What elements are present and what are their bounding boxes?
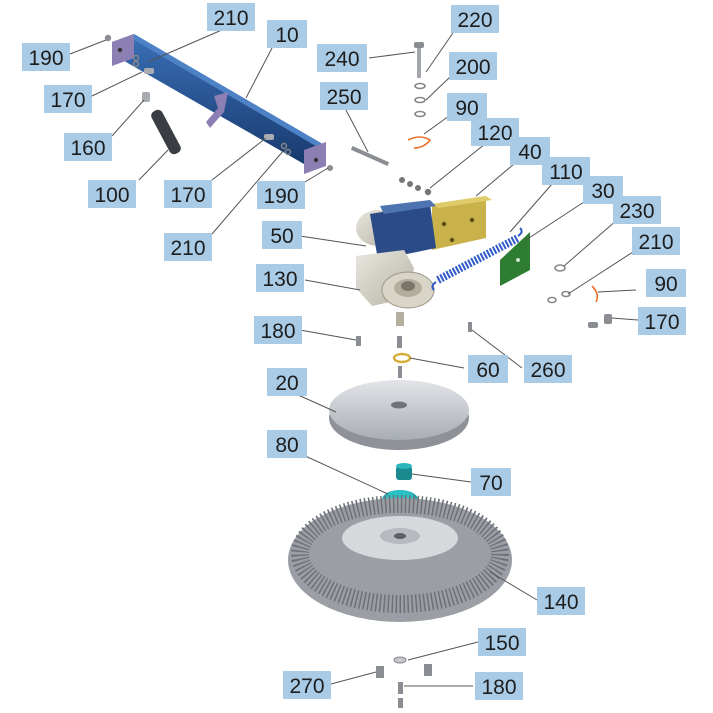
svg-text:210: 210 [213, 7, 248, 30]
callout-170: 170 [164, 180, 212, 208]
svg-text:140: 140 [543, 591, 578, 614]
svg-text:220: 220 [457, 9, 492, 32]
callout-200: 200 [449, 52, 497, 80]
callout-240: 240 [317, 44, 367, 72]
callout-270: 270 [283, 671, 331, 699]
svg-text:200: 200 [455, 56, 490, 79]
callout-50: 50 [262, 221, 302, 249]
brush-part [288, 495, 512, 622]
callout-210: 210 [207, 3, 255, 31]
svg-text:90: 90 [654, 273, 677, 296]
fasteners-bottom [376, 656, 432, 708]
spring-plate-part [500, 232, 530, 286]
bolt-stack-top [407, 42, 432, 149]
svg-text:170: 170 [644, 311, 679, 334]
callout-190: 190 [22, 43, 70, 71]
frame-bar-part [112, 34, 326, 174]
svg-text:130: 130 [262, 268, 297, 291]
callout-110: 110 [542, 157, 590, 185]
svg-text:70: 70 [479, 472, 502, 495]
callout-260: 260 [524, 355, 572, 383]
svg-text:40: 40 [518, 141, 541, 164]
svg-text:150: 150 [484, 632, 519, 655]
cover-disc-part [329, 380, 469, 450]
svg-text:180: 180 [260, 320, 295, 343]
callout-150: 150 [478, 628, 526, 656]
callout-250: 250 [320, 82, 368, 110]
svg-text:10: 10 [275, 24, 298, 47]
callout-190: 190 [257, 181, 305, 209]
callout-220: 220 [451, 5, 499, 33]
callout-230: 230 [613, 196, 661, 224]
svg-text:50: 50 [270, 225, 293, 248]
svg-text:210: 210 [170, 237, 205, 260]
callout-170: 170 [44, 85, 92, 113]
callout-70: 70 [471, 468, 511, 496]
svg-text:160: 160 [70, 137, 105, 160]
callout-90: 90 [646, 269, 686, 297]
callout-100: 100 [88, 180, 136, 208]
svg-text:180: 180 [481, 676, 516, 699]
svg-text:190: 190 [28, 47, 63, 70]
callout-210: 210 [164, 233, 212, 261]
callout-10: 10 [267, 20, 307, 48]
svg-text:170: 170 [170, 184, 205, 207]
callout-140: 140 [537, 587, 585, 615]
callout-60: 60 [468, 355, 508, 383]
bolt-250-assembly [350, 146, 432, 196]
svg-text:100: 100 [94, 184, 129, 207]
callouts: 210 10 220 190 240 200 170 250 90 160 12… [22, 3, 686, 700]
svg-text:30: 30 [591, 180, 614, 203]
callout-130: 130 [256, 264, 304, 292]
motor-mount-part [432, 196, 492, 250]
svg-text:210: 210 [638, 231, 673, 254]
svg-text:250: 250 [326, 86, 361, 109]
parts-artwork [104, 34, 612, 708]
spring-part [431, 227, 523, 291]
small-parts-mid [356, 322, 472, 378]
callout-180: 180 [475, 672, 523, 700]
svg-text:80: 80 [275, 434, 298, 457]
sleeve-part [151, 109, 181, 155]
svg-text:60: 60 [476, 359, 499, 382]
svg-text:110: 110 [549, 161, 582, 184]
fasteners-right [547, 264, 612, 328]
svg-text:240: 240 [324, 48, 359, 71]
svg-text:20: 20 [275, 372, 298, 395]
svg-text:260: 260 [530, 359, 565, 382]
svg-text:120: 120 [477, 122, 512, 145]
motor-gearbox-part [356, 200, 436, 326]
callout-210: 210 [632, 227, 680, 255]
callout-30: 30 [583, 176, 623, 204]
svg-text:170: 170 [50, 89, 85, 112]
fasteners-top-left [104, 34, 333, 171]
callout-80: 80 [267, 430, 307, 458]
svg-text:190: 190 [263, 185, 298, 208]
callout-120: 120 [471, 118, 519, 146]
svg-text:270: 270 [289, 675, 324, 698]
callout-20: 20 [267, 368, 307, 396]
svg-text:230: 230 [619, 200, 654, 223]
svg-text:90: 90 [455, 97, 478, 120]
callout-170: 170 [638, 307, 686, 335]
callout-180: 180 [254, 316, 302, 344]
callout-160: 160 [64, 133, 112, 161]
callout-90: 90 [447, 93, 487, 121]
